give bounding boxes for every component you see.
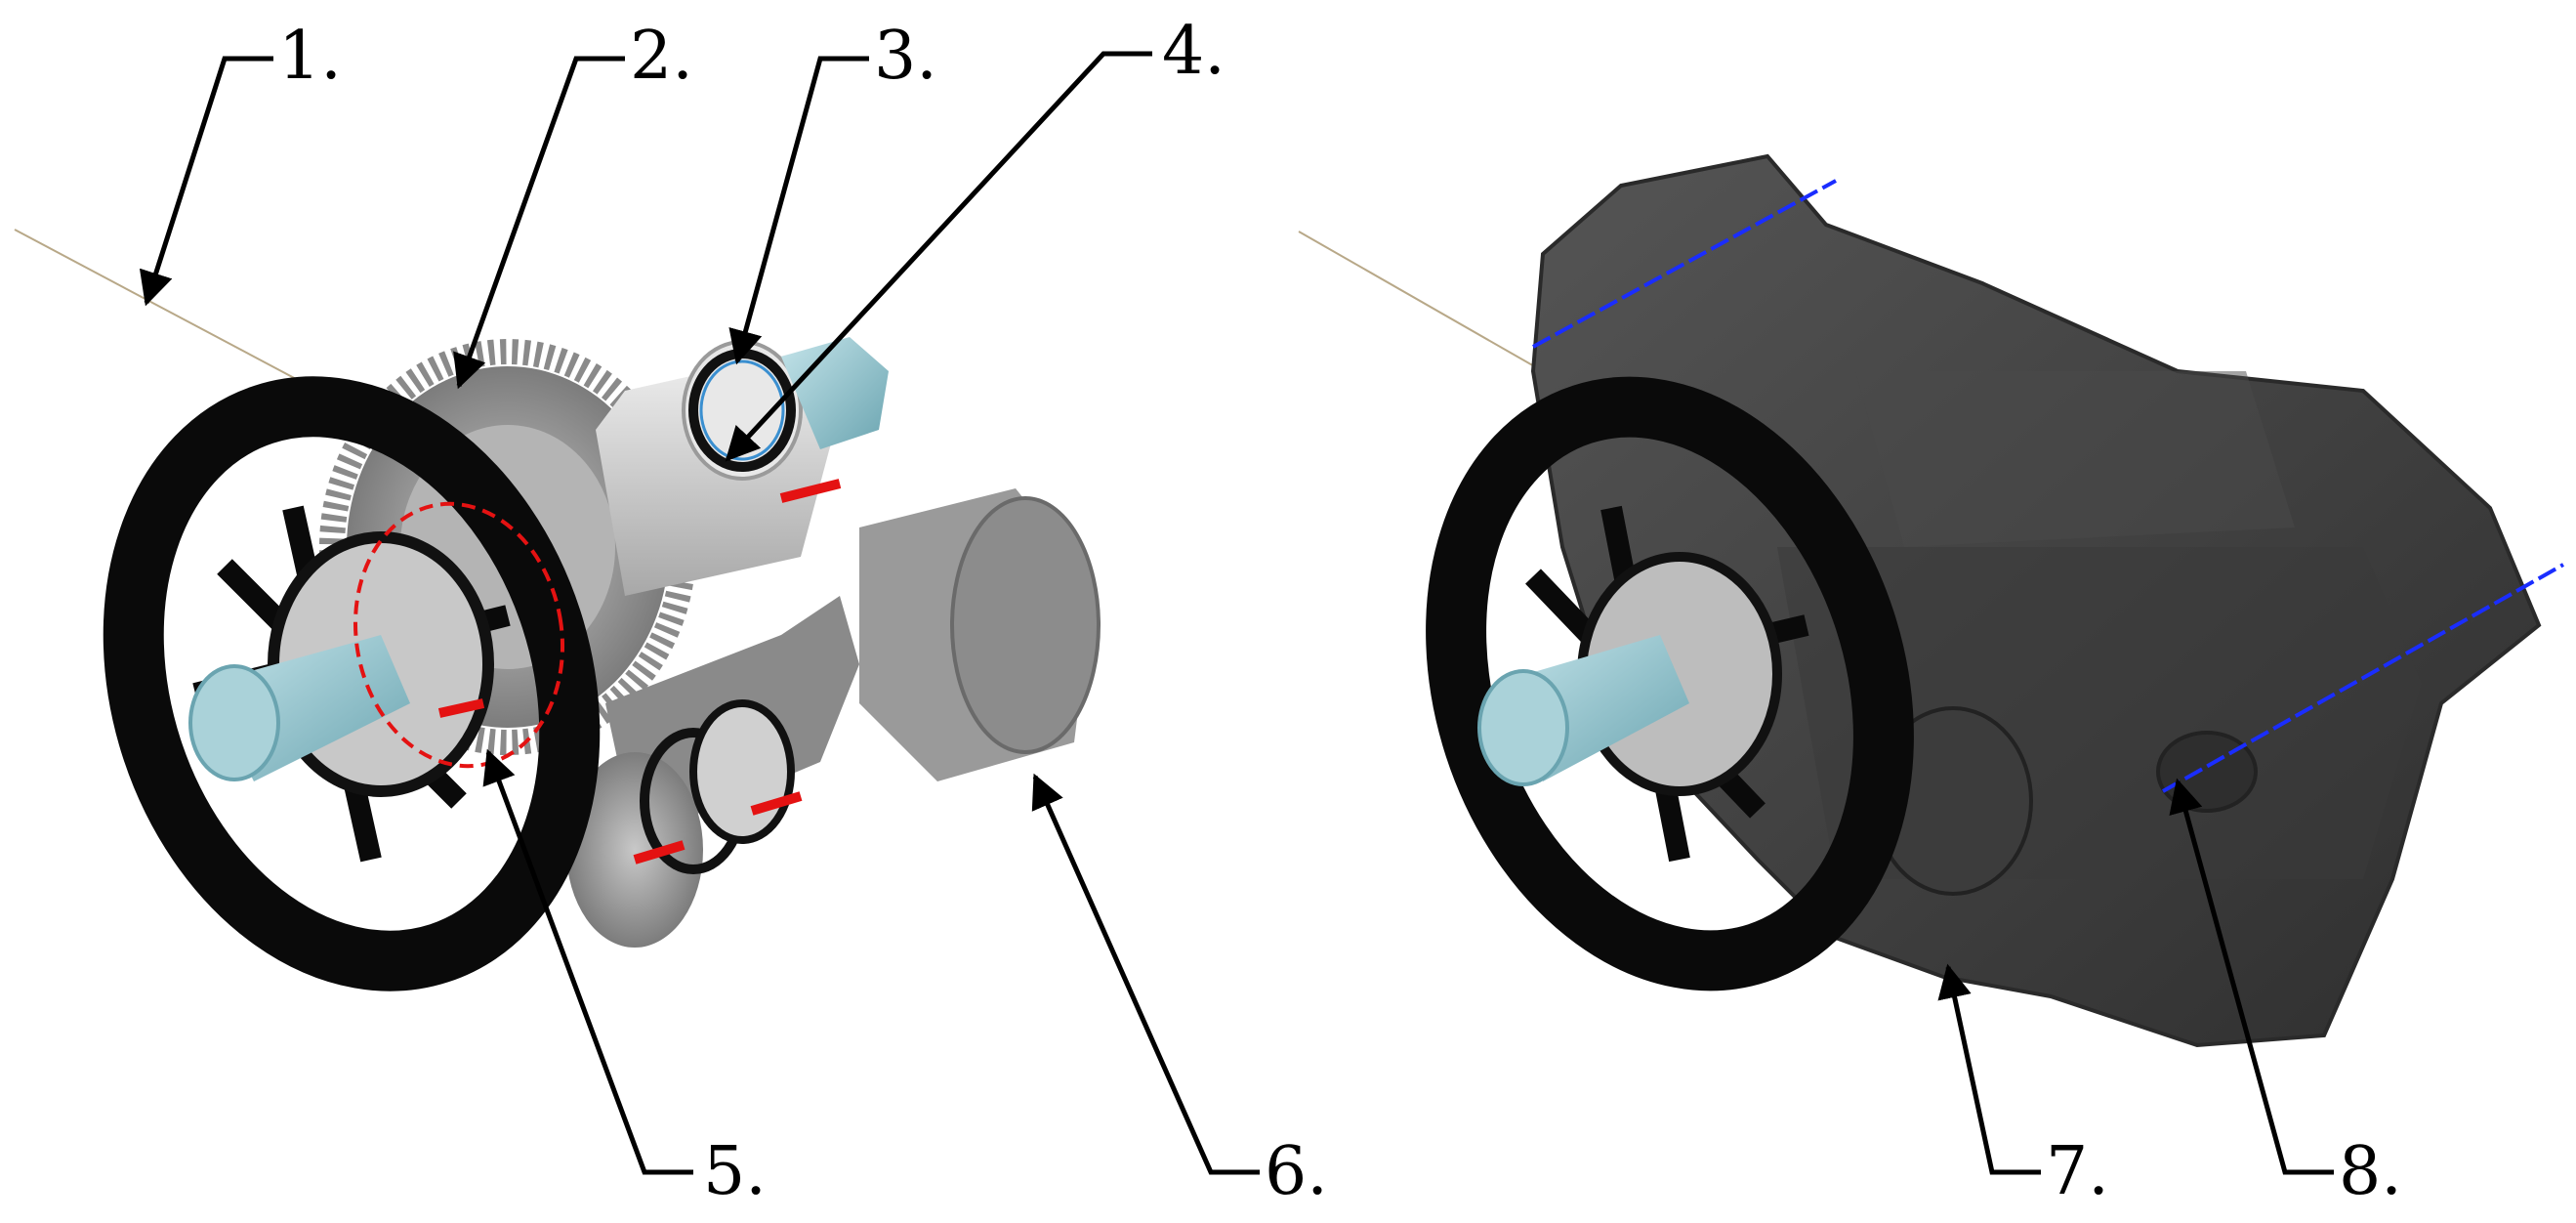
callout-4-leader <box>725 51 1152 462</box>
callout-2-label: 2. <box>630 18 693 95</box>
callout-8-label: 8. <box>2339 1133 2402 1210</box>
callout-3-label: 3. <box>874 18 937 95</box>
callout-6-leader <box>1031 773 1260 1175</box>
upper-shaft-assembly <box>596 337 889 596</box>
lower-gear-bearings <box>566 699 803 948</box>
callout-4-label: 4. <box>1162 13 1226 90</box>
callout-7-label: 7. <box>2046 1133 2109 1210</box>
housing-flange-ring <box>1426 376 1914 991</box>
upper-axis-marker <box>1532 179 1837 349</box>
callout-3-leader <box>728 56 869 365</box>
callout-7-leader <box>1937 963 2041 1175</box>
callout-5-leader <box>482 748 693 1175</box>
callout-5-label: 5. <box>703 1133 767 1210</box>
exploded-assembly <box>14 229 1101 991</box>
lower-axis-marker <box>2162 563 2564 793</box>
callout-1-leader <box>139 56 273 307</box>
callout-8-leader <box>2169 778 2334 1175</box>
spline-hub <box>188 635 485 781</box>
callout-6-label: 6. <box>1265 1133 1328 1210</box>
highlight-circle <box>353 501 565 769</box>
callouts: 1. 2. 3. 4. 5. 6. 7. 8. <box>139 13 2402 1210</box>
assembled-housing <box>1298 153 2564 1048</box>
callout-1-label: 1. <box>278 18 342 95</box>
housing-axis-line <box>1298 231 1544 372</box>
callout-2-leader <box>453 56 625 390</box>
